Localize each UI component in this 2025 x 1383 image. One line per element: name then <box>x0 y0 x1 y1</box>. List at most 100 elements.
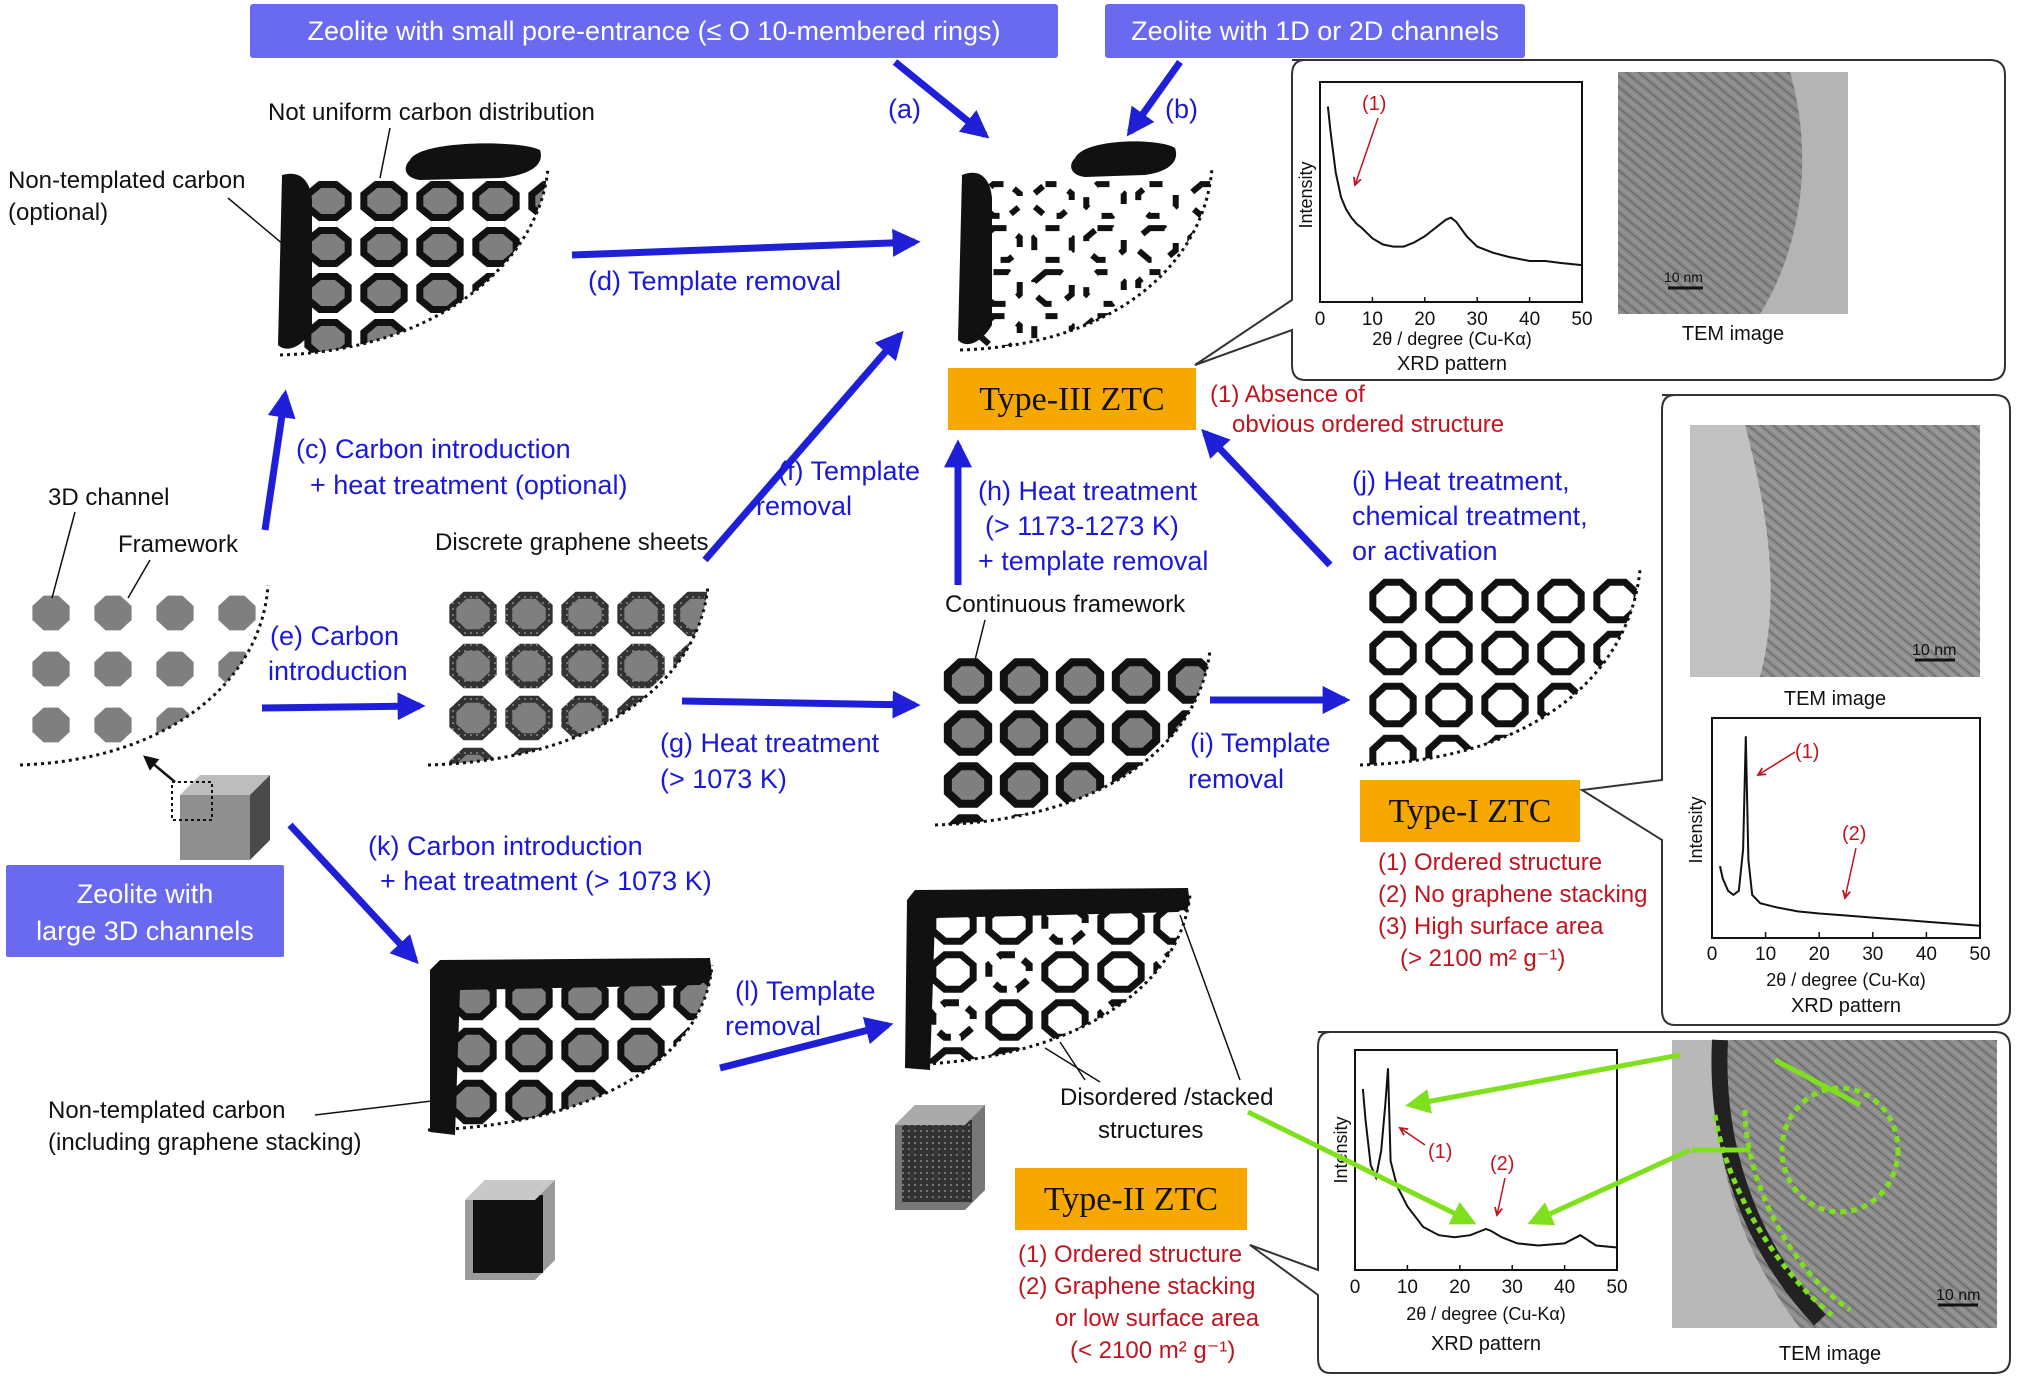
step-e-1: (e) Carbon <box>270 621 399 651</box>
pore-k-22 <box>677 1135 717 1172</box>
channel3d-label: 3D channel <box>48 484 169 511</box>
type1-box: Type-I ZTC <box>1360 780 1580 842</box>
pore-g-21 <box>1111 814 1161 825</box>
step-h-1: (h) Heat treatment <box>978 476 1198 506</box>
arrow-k <box>287 822 419 965</box>
arrow-l <box>719 1016 894 1072</box>
pore-l-22 <box>1153 1047 1190 1065</box>
pore-i-0 <box>1369 578 1417 624</box>
pore-e-11 <box>733 647 773 684</box>
pore-l-18 <box>929 1047 977 1065</box>
pore-e-14 <box>561 695 609 741</box>
pore-g-19 <box>999 814 1049 825</box>
pore-d2-2 <box>1083 181 1127 219</box>
xrd-series-line <box>1361 1068 1618 1249</box>
type3-scale-label: 10 nm <box>1664 269 1703 285</box>
type2-scale-label: 10 nm <box>1936 1287 1980 1304</box>
arrow-f <box>702 330 904 563</box>
xtick-label: 20 <box>1809 944 1830 965</box>
arrow-j <box>1201 428 1333 568</box>
pore-l-11 <box>1213 955 1253 990</box>
property-labels: (1) Absence of obvious ordered structure… <box>1018 381 1647 1364</box>
pore-k-14 <box>561 1079 609 1125</box>
arrow-e <box>261 692 426 721</box>
pore-d2-7 <box>1083 225 1127 263</box>
pore-e-13 <box>505 695 553 741</box>
type1-label: Type-I ZTC <box>1389 793 1552 830</box>
pore-l-13 <box>985 999 1033 1041</box>
pore-g-15 <box>1111 762 1161 808</box>
pore-d2-11 <box>1031 269 1075 307</box>
xtick-label: 30 <box>1467 309 1488 330</box>
pore-i-20 <box>1481 734 1529 765</box>
type3-tem-image: 10 nm <box>1618 72 1848 314</box>
pore-k-6 <box>449 1027 497 1073</box>
type3-yaxis-label: Intensity <box>1296 161 1316 228</box>
large3d-box: Zeolite with large 3D channels <box>6 865 284 957</box>
channels-1d2d-box: Zeolite with 1D or 2D channels <box>1105 4 1525 58</box>
xtick-label: 20 <box>1414 309 1435 330</box>
pore-e-6 <box>449 643 497 689</box>
type1-tem-caption: TEM image <box>1784 688 1886 710</box>
arrow-d <box>571 228 921 259</box>
pore-d2-8 <box>1135 225 1179 263</box>
type2-box: Type-II ZTC <box>1015 1168 1247 1230</box>
type2-tem-image: 10 nm <box>1672 1039 1997 1328</box>
type2-prop-3: or low surface area <box>1055 1305 1260 1332</box>
step-g-2: (> 1073 K) <box>660 764 787 794</box>
pore-zeolite-0 <box>32 595 70 631</box>
pore-g-18 <box>943 814 993 825</box>
pore-l-15 <box>1097 999 1145 1041</box>
disordered-label-1: Disordered /stacked <box>1060 1084 1273 1111</box>
pore-i-13 <box>1425 682 1473 728</box>
pore-k-16 <box>673 1079 712 1125</box>
nonuniform-carbon-blob <box>405 143 541 180</box>
type2-tem-caption: TEM image <box>1779 1343 1881 1365</box>
pore-i-1 <box>1425 578 1473 624</box>
pore-e-0 <box>449 591 497 637</box>
arrow-b <box>1126 59 1183 137</box>
step-f-2: removal <box>756 491 852 521</box>
xtick-label: 20 <box>1449 1277 1470 1298</box>
pore-e-9 <box>617 643 665 689</box>
pore-zeolite-23 <box>342 764 379 799</box>
pore-g-5 <box>1228 662 1268 699</box>
pore-i-6 <box>1369 630 1417 676</box>
pore-i-14 <box>1481 682 1529 728</box>
pore-l-9 <box>1097 951 1145 993</box>
pore-k-15 <box>617 1079 665 1125</box>
pore-g-12 <box>943 762 993 808</box>
pore-i-21 <box>1537 734 1585 765</box>
step-l-1: (l) Template <box>735 976 876 1006</box>
type3-xrd-caption: XRD pattern <box>1397 353 1507 375</box>
pore-d2-5 <box>979 225 1023 263</box>
small-pore-box-bg <box>250 4 1058 58</box>
nontemplated-carbon-blob <box>278 173 312 349</box>
xrd-series-line <box>1719 736 1981 927</box>
type3-xaxis-label: 2θ / degree (Cu-Kα) <box>1372 329 1531 349</box>
pore-e-28 <box>677 803 717 840</box>
pore-d1-3 <box>472 180 520 222</box>
xrd-series-line <box>1326 106 1583 267</box>
type1-prop-2: (2) No graphene stacking <box>1378 881 1647 908</box>
zeolite-edge <box>19 584 270 767</box>
pore-d1-10 <box>304 272 352 314</box>
pore-g-20 <box>1055 814 1105 825</box>
type1-peak1-label: (1) <box>1795 741 1819 763</box>
pore-e-5 <box>733 595 773 632</box>
pore-zeolite-6 <box>32 651 70 687</box>
type2-xrd-chart <box>1361 1068 1618 1249</box>
pore-zeolite-8 <box>156 651 194 687</box>
xtick-label: 10 <box>1755 944 1776 965</box>
pore-k-7 <box>505 1027 553 1073</box>
pore-i-12 <box>1369 682 1417 728</box>
pore-e-10 <box>673 643 708 689</box>
pore-g-13 <box>999 762 1049 808</box>
pore-g-2 <box>1055 658 1105 704</box>
pore-d1-15 <box>304 318 352 355</box>
pore-d1-14 <box>528 272 548 314</box>
